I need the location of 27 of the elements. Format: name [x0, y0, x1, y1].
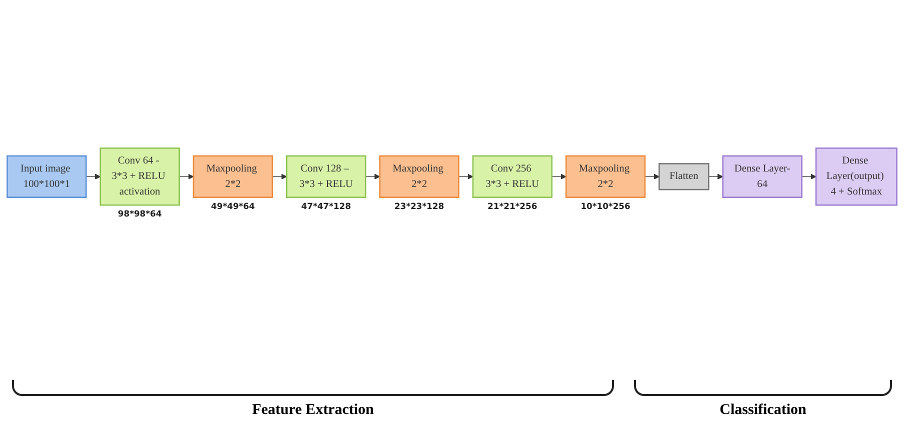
dimension-text: 49*49*64: [211, 201, 255, 212]
arrow: [644, 174, 660, 180]
arrow: [708, 174, 724, 180]
section-label: Feature Extraction: [251, 401, 375, 419]
arrow: [272, 174, 287, 180]
node-box: Conv 256 3*3 + RELU: [472, 156, 552, 198]
arrow: [552, 174, 566, 180]
arrow: [801, 174, 816, 180]
dimension-text: 10*10*256: [580, 201, 630, 212]
dimension-text: 21*21*256: [488, 201, 538, 212]
arrow: [86, 174, 101, 180]
node-box: Maxpooling 2*2: [565, 156, 646, 198]
section-label: Classification: [718, 401, 808, 419]
node-box: Maxpooling 2*2: [379, 156, 460, 198]
dimension-text: 23*23*128: [394, 201, 444, 212]
node-box: Dense Layer(output) 4 + Softmax: [815, 148, 898, 206]
node-box: Dense Layer-64: [722, 156, 802, 198]
arrow: [458, 174, 474, 180]
arrow: [178, 174, 194, 180]
node-box: Maxpooling 2*2: [192, 156, 274, 198]
dimension-text: 47*47*128: [301, 201, 351, 212]
node-box: Conv 64 - 3*3 + RELU activation: [100, 148, 180, 206]
arrow: [365, 174, 380, 180]
node-box: Flatten: [658, 163, 710, 191]
dimension-text: 98*98*64: [118, 209, 162, 220]
node-box: Input image 100*100*1: [6, 156, 87, 198]
node-box: Conv 128 – 3*3 + RELU: [286, 156, 366, 198]
